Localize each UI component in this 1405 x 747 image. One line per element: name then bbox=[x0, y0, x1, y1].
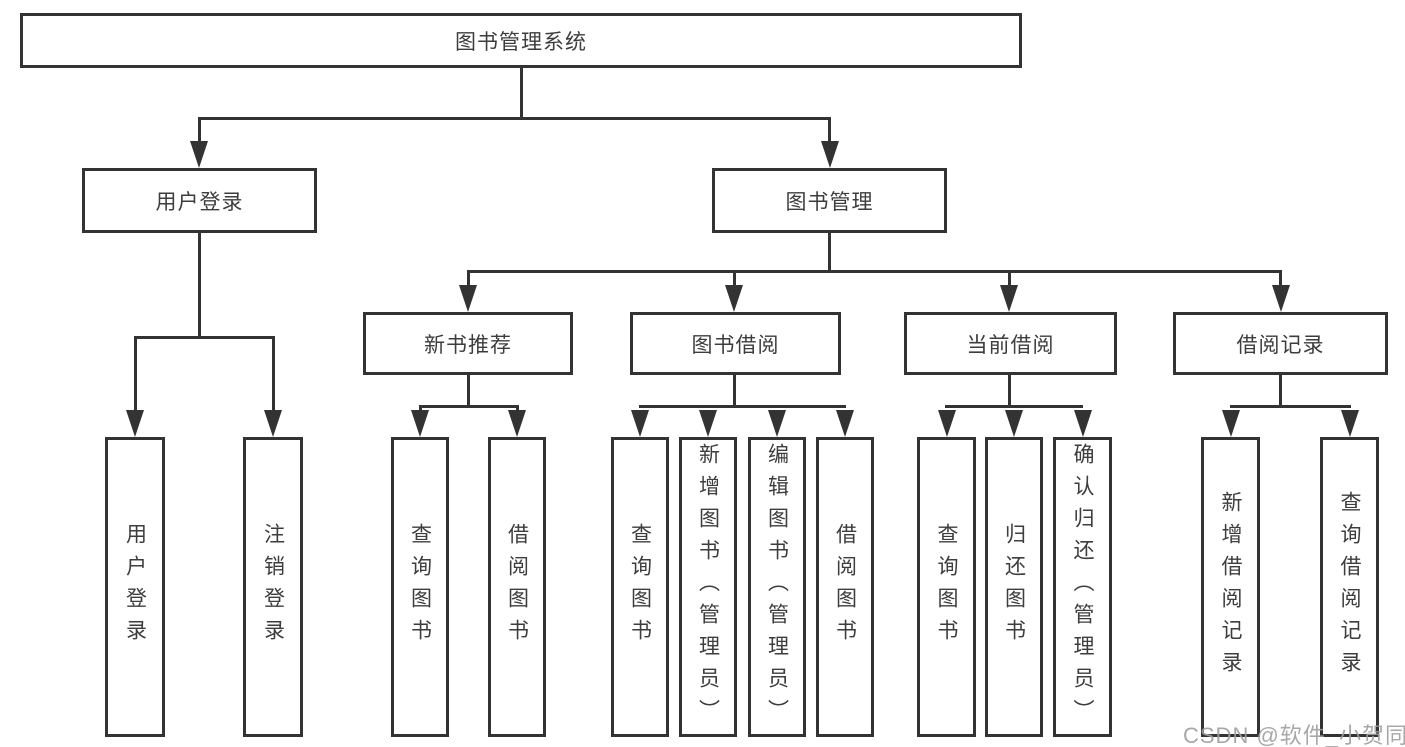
arrow-to-leaf-edit-books bbox=[768, 410, 786, 437]
leaf-borrow-books-recommend-label: 借阅图书 bbox=[505, 523, 529, 651]
csdn-watermark: CSDN @软件_小贺同学 bbox=[1183, 723, 1405, 747]
connector-user-leaf2-drop bbox=[271, 336, 275, 416]
leaf-add-books-admin-label: 新增图书（管理员） bbox=[696, 443, 720, 731]
arrow-to-leaf-borrow-books-b bbox=[836, 410, 854, 437]
arrow-to-new-book-recommend bbox=[459, 285, 477, 312]
arrow-to-leaf-add-books bbox=[699, 410, 717, 437]
connector-root-bus bbox=[197, 117, 831, 120]
leaf-return-books: 归还图书 bbox=[985, 437, 1043, 737]
leaf-borrow-books-borrow-label: 借阅图书 bbox=[833, 523, 857, 651]
connector-root-stem bbox=[519, 68, 523, 120]
node-new-book-recommend-label: 新书推荐 bbox=[424, 333, 512, 357]
arrow-to-book-borrow bbox=[725, 285, 743, 312]
arrow-to-leaf-add-record bbox=[1222, 410, 1240, 437]
connector-records-bus bbox=[1229, 405, 1351, 408]
connector-current-stem bbox=[1007, 375, 1011, 408]
leaf-confirm-return-admin-label: 确认归还（管理员） bbox=[1071, 443, 1094, 731]
arrow-to-book-management bbox=[820, 141, 839, 168]
arrow-to-leaf-borrow-books-a bbox=[508, 410, 526, 437]
leaf-return-books-label: 归还图书 bbox=[1002, 523, 1026, 651]
arrow-to-leaf-query-books-a bbox=[411, 410, 429, 437]
arrow-to-leaf-query-books-b bbox=[631, 410, 649, 437]
node-book-borrow-label: 图书借阅 bbox=[691, 333, 780, 357]
leaf-borrow-books-borrow: 借阅图书 bbox=[816, 437, 874, 737]
connector-recommend-bus bbox=[418, 405, 519, 408]
connector-records-stem bbox=[1279, 375, 1282, 408]
node-current-borrow: 当前借阅 bbox=[904, 312, 1117, 375]
node-root: 图书管理系统 bbox=[20, 13, 1022, 68]
node-user-login: 用户登录 bbox=[82, 168, 317, 233]
connector-borrow-stem bbox=[732, 375, 736, 408]
arrow-to-current-borrow bbox=[1000, 285, 1018, 312]
connector-user-leaf1-drop bbox=[133, 336, 137, 416]
connector-borrow-bus bbox=[638, 405, 846, 408]
connector-recommend-stem bbox=[466, 375, 470, 408]
connector-module4-drop bbox=[1279, 270, 1282, 290]
arrow-to-leaf-return-books bbox=[1005, 410, 1023, 437]
connector-user-stem bbox=[197, 233, 201, 339]
arrow-to-leaf-user-login bbox=[126, 410, 144, 437]
connector-module2-drop bbox=[732, 270, 736, 290]
leaf-query-books-borrow: 查询图书 bbox=[611, 437, 669, 737]
leaf-query-books-recommend-label: 查询图书 bbox=[408, 523, 432, 651]
node-user-login-label: 用户登录 bbox=[155, 190, 244, 214]
connector-books-drop bbox=[828, 117, 831, 147]
connector-module1-drop bbox=[466, 270, 470, 290]
arrow-to-leaf-logout bbox=[264, 410, 282, 437]
leaf-query-books-current-label: 查询图书 bbox=[935, 523, 958, 651]
leaf-logout-label: 注销登录 bbox=[261, 523, 285, 651]
connector-books-stem bbox=[828, 233, 831, 273]
node-current-borrow-label: 当前借阅 bbox=[966, 333, 1055, 357]
leaf-user-login-label: 用户登录 bbox=[123, 523, 147, 651]
node-borrow-records: 借阅记录 bbox=[1173, 312, 1388, 375]
leaf-add-borrow-record-label: 新增借阅记录 bbox=[1219, 491, 1242, 683]
node-borrow-records-label: 借阅记录 bbox=[1236, 333, 1325, 357]
leaf-query-books-borrow-label: 查询图书 bbox=[628, 523, 652, 651]
node-root-label: 图书管理系统 bbox=[455, 30, 587, 54]
arrow-to-leaf-query-books-c bbox=[937, 410, 956, 437]
connector-user-bus bbox=[133, 336, 275, 339]
node-new-book-recommend: 新书推荐 bbox=[363, 312, 573, 375]
leaf-user-login: 用户登录 bbox=[105, 437, 165, 737]
leaf-add-books-admin: 新增图书（管理员） bbox=[679, 437, 737, 737]
leaf-query-borrow-record-label: 查询借阅记录 bbox=[1338, 491, 1361, 683]
arrow-to-leaf-confirm-return bbox=[1073, 410, 1092, 437]
node-book-management: 图书管理 bbox=[712, 168, 947, 233]
connector-current-bus bbox=[945, 405, 1083, 408]
node-book-management-label: 图书管理 bbox=[785, 190, 874, 214]
node-book-borrow: 图书借阅 bbox=[630, 312, 841, 375]
leaf-confirm-return-admin: 确认归还（管理员） bbox=[1053, 437, 1112, 737]
leaf-edit-books-admin-label: 编辑图书（管理员） bbox=[765, 443, 789, 731]
leaf-query-borrow-record: 查询借阅记录 bbox=[1320, 437, 1379, 737]
leaf-borrow-books-recommend: 借阅图书 bbox=[488, 437, 546, 737]
arrow-to-leaf-query-record bbox=[1340, 410, 1359, 437]
leaf-edit-books-admin: 编辑图书（管理员） bbox=[748, 437, 806, 737]
arrow-to-borrow-records bbox=[1271, 285, 1290, 312]
leaf-add-borrow-record: 新增借阅记录 bbox=[1201, 437, 1260, 737]
leaf-logout: 注销登录 bbox=[243, 437, 303, 737]
connector-user-drop bbox=[197, 117, 201, 147]
connector-modules-bus bbox=[466, 270, 1282, 273]
connector-module3-drop bbox=[1007, 270, 1011, 290]
leaf-query-books-current: 查询图书 bbox=[917, 437, 976, 737]
leaf-query-books-recommend: 查询图书 bbox=[391, 437, 449, 737]
arrow-to-user-login bbox=[190, 141, 208, 168]
